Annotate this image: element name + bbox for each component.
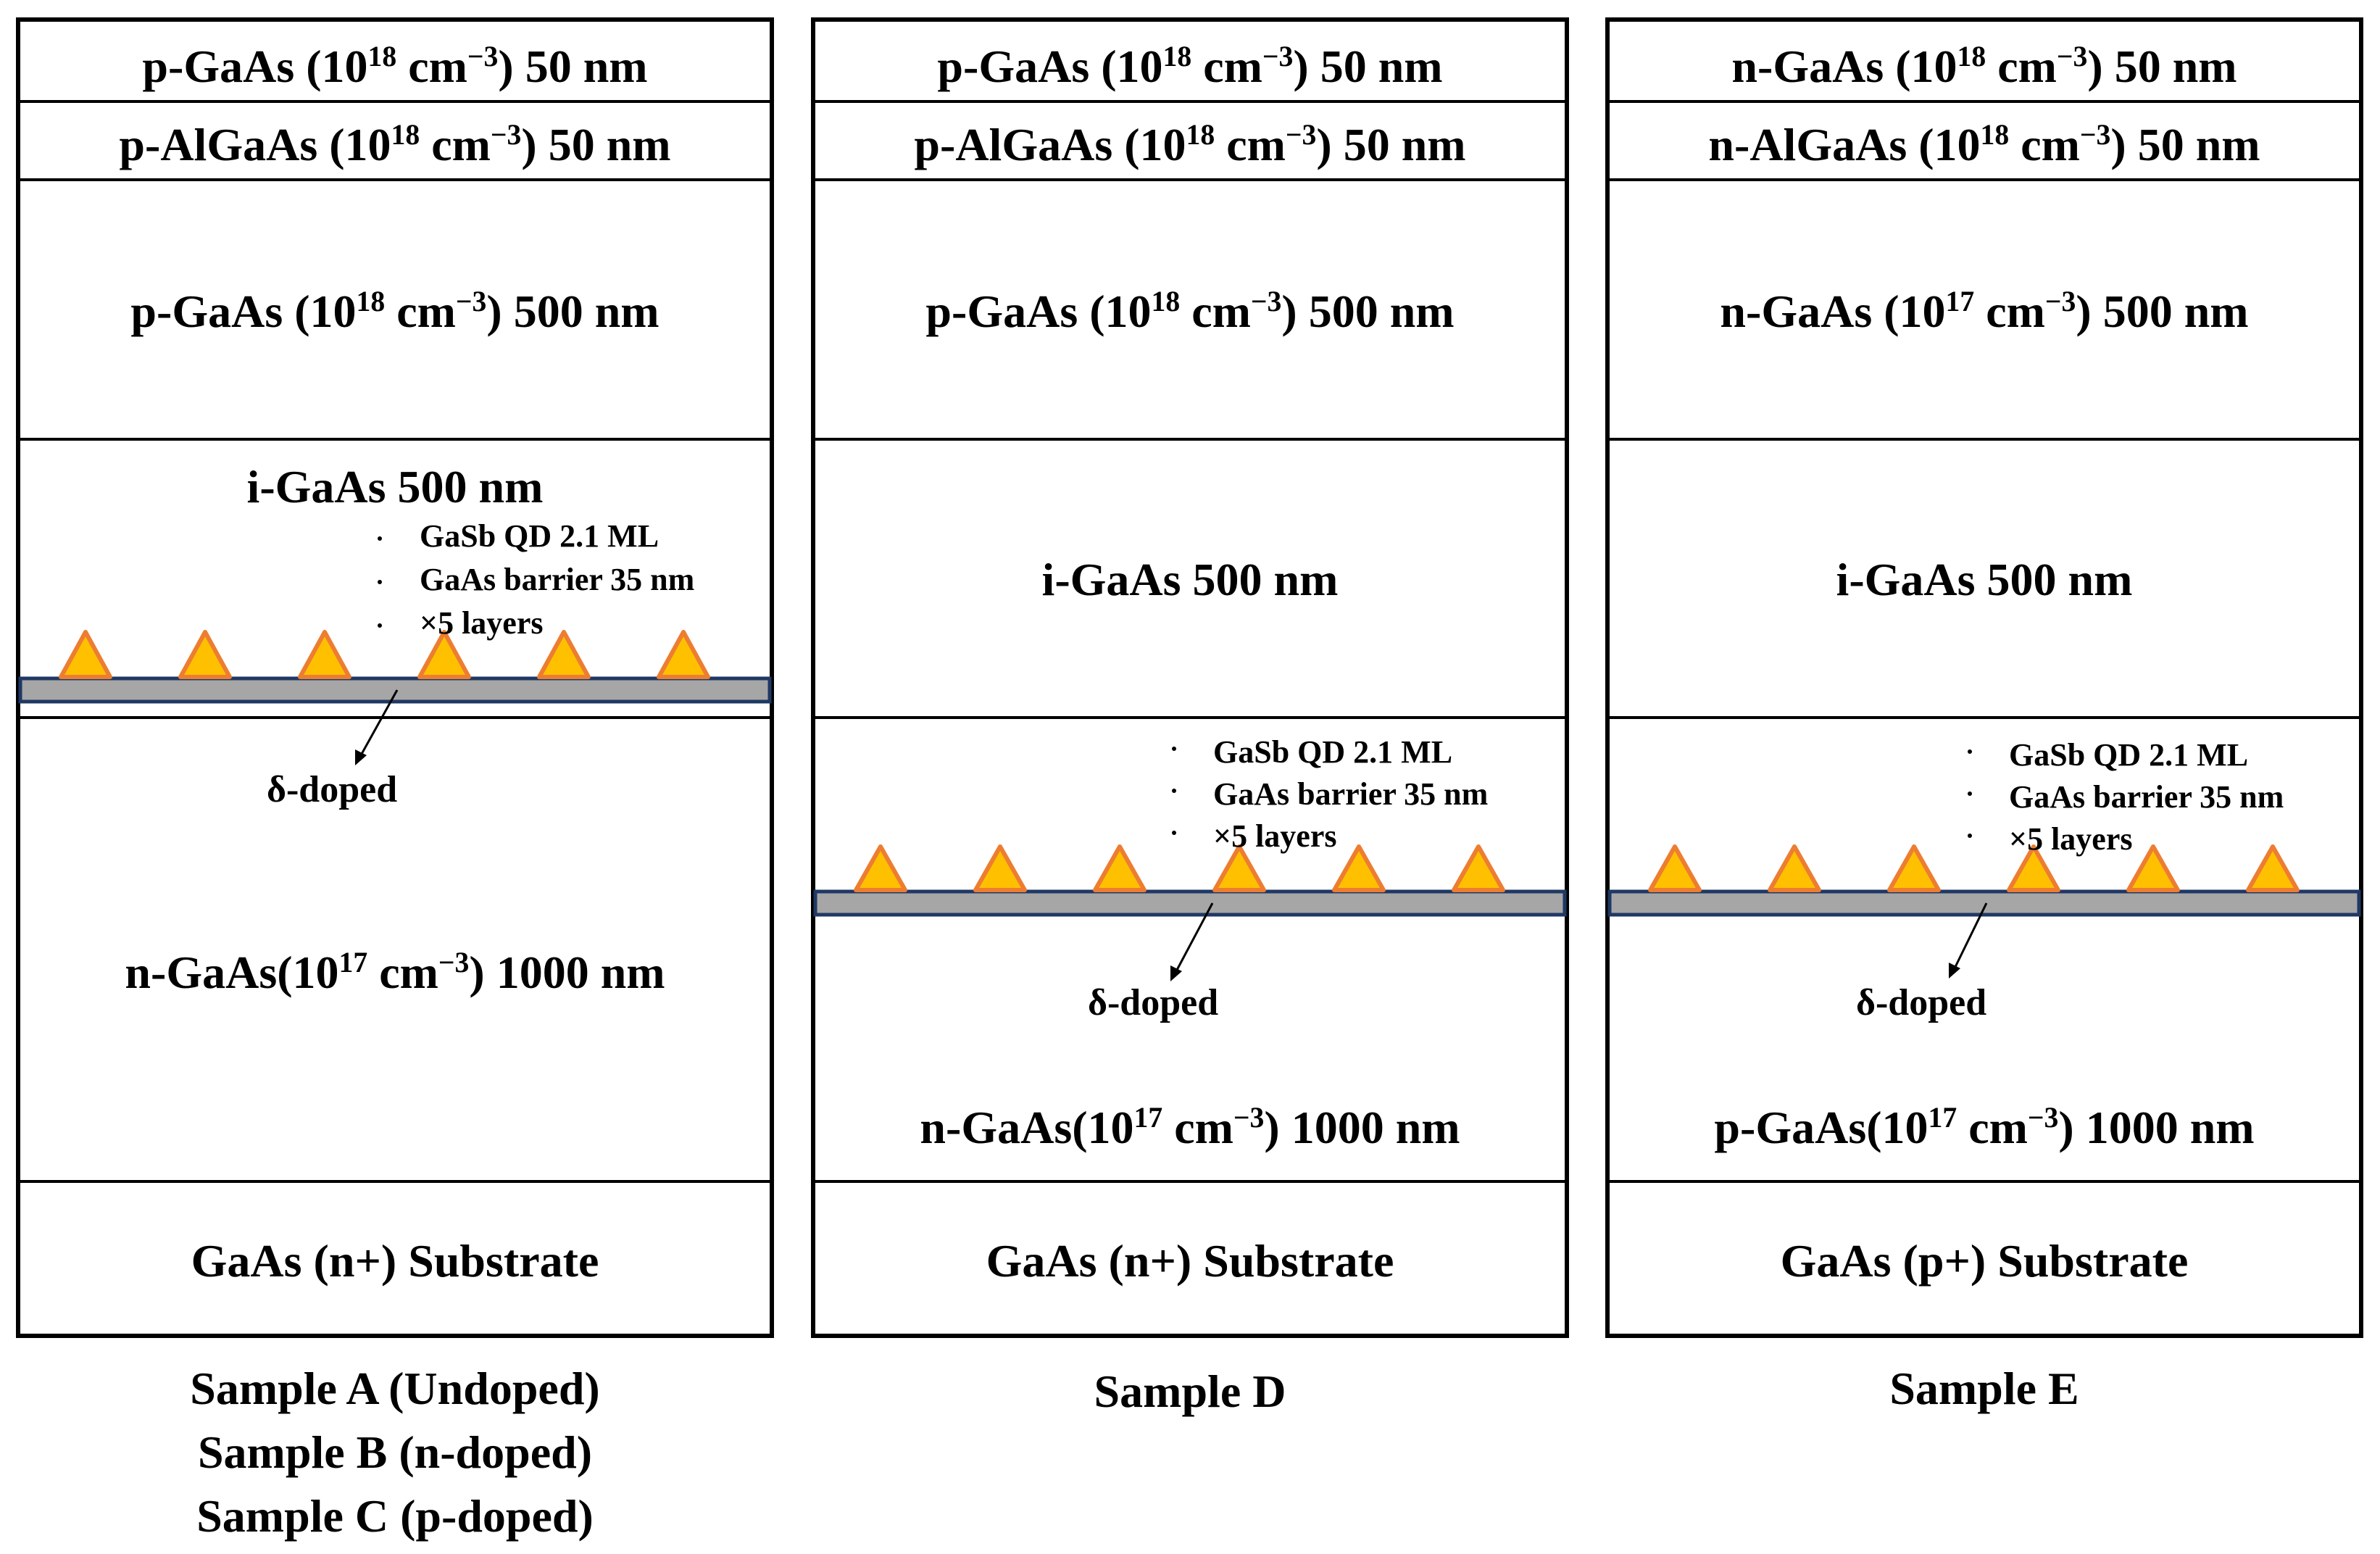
layer-label: p-GaAs (1018 cm−3) 50 nm [142, 41, 648, 92]
quantum-dot [1648, 844, 1702, 892]
layer-substrate: GaAs (p+) Substrate [1610, 1183, 2359, 1334]
qd-note: GaAs barrier 35 nm [1213, 776, 1489, 812]
caption-sample-b: Sample B (n-doped) [197, 1426, 593, 1478]
layer-n-gaas-1000nm: n-GaAs(1017 cm−3) 1000 nm [815, 719, 1565, 1183]
substrate-label: GaAs (n+) Substrate [986, 1235, 1394, 1287]
layer-label: p-AlGaAs (1018 cm−3) 50 nm [914, 119, 1466, 170]
quantum-dot [1093, 844, 1147, 892]
layer-label: n-GaAs (1017 cm−3) 500 nm [1720, 286, 2249, 337]
qd-note: ×5 layers [420, 605, 544, 641]
layer-doped-gaas-500nm: p-GaAs (1018 cm−3) 500 nm [815, 181, 1565, 441]
quantum-dot [417, 630, 471, 679]
bullet-icon [1172, 789, 1176, 793]
quantum-dot [1332, 844, 1386, 892]
bullet-icon [378, 623, 382, 628]
delta-doped-label: δ-doped [1088, 982, 1219, 1023]
caption-sample-e: Sample E [1889, 1363, 2079, 1414]
quantum-dot [2246, 844, 2300, 892]
delta-doped-arrow [359, 689, 399, 756]
layer-label: n-GaAs(1017 cm−3) 1000 nm [125, 947, 665, 998]
bullet-icon [378, 580, 382, 584]
layer-intrinsic-gaas: i-GaAs 500 nm [1610, 441, 2359, 719]
layer-p-gaas-1000nm: p-GaAs(1017 cm−3) 1000 nm [1610, 719, 2359, 1183]
layer-substrate: GaAs (n+) Substrate [815, 1183, 1565, 1334]
caption-sample-d: Sample D [1094, 1366, 1286, 1417]
layer-algaas-barrier: n-AlGaAs (1018 cm−3) 50 nm [1610, 103, 2359, 181]
layer-doped-gaas-500nm: n-GaAs (1017 cm−3) 500 nm [1610, 181, 2359, 441]
bullet-icon [1968, 834, 1972, 838]
layer-top-contact: n-GaAs (1018 cm−3) 50 nm [1610, 22, 2359, 103]
layer-label: i-GaAs 500 nm [246, 461, 544, 512]
delta-doped-label: δ-doped [267, 769, 398, 810]
layer-label: n-GaAs(1017 cm−3) 1000 nm [920, 1102, 1460, 1153]
substrate-label: GaAs (p+) Substrate [1780, 1235, 2189, 1287]
structure-column-sample-a: p-GaAs (1018 cm−3) 50 nm p-AlGaAs (1018 … [16, 17, 774, 1338]
qd-note: GaSb QD 2.1 ML [1213, 734, 1453, 770]
layer-intrinsic-gaas: i-GaAs 500 nm [815, 441, 1565, 719]
layer-intrinsic-gaas: i-GaAs 500 nm [20, 441, 770, 719]
layer-label: i-GaAs 500 nm [1041, 554, 1339, 605]
quantum-dot-stack [813, 844, 1567, 981]
quantum-dot [657, 630, 710, 679]
quantum-dot-stack [1607, 844, 2361, 978]
caption-sample-a: Sample A (Undoped) [190, 1363, 600, 1414]
structure-column-sample-e: n-GaAs (1018 cm−3) 50 nm n-AlGaAs (1018 … [1605, 17, 2363, 1338]
quantum-dot [59, 630, 112, 679]
caption-sample-c: Sample C (p-doped) [196, 1490, 594, 1542]
delta-doped-arrow [1953, 902, 1988, 969]
quantum-dot [537, 630, 591, 679]
layer-doped-gaas-500nm: p-GaAs (1018 cm−3) 500 nm [20, 181, 770, 441]
quantum-dot [178, 630, 232, 679]
qd-note: GaSb QD 2.1 ML [2009, 737, 2249, 773]
layer-label: p-AlGaAs (1018 cm−3) 50 nm [119, 119, 671, 170]
delta-doped-label: δ-doped [1856, 982, 1987, 1023]
layer-top-contact: p-GaAs (1018 cm−3) 50 nm [20, 22, 770, 103]
qd-note: ×5 layers [1213, 818, 1337, 854]
bullet-icon [1172, 747, 1176, 751]
bullet-icon [1968, 791, 1972, 796]
quantum-dot [1768, 844, 1821, 892]
quantum-dot [1212, 844, 1266, 892]
structure-column-sample-d: p-GaAs (1018 cm−3) 50 nm p-AlGaAs (1018 … [811, 17, 1569, 1338]
arrow-head [1949, 963, 1960, 978]
layer-label: p-GaAs (1018 cm−3) 500 nm [925, 286, 1455, 337]
layer-top-contact: p-GaAs (1018 cm−3) 50 nm [815, 22, 1565, 103]
quantum-dot [2126, 844, 2180, 892]
quantum-dot [973, 844, 1027, 892]
quantum-dot-stack [18, 630, 772, 765]
arrow-head [355, 749, 367, 765]
layer-label: n-AlGaAs (1018 cm−3) 50 nm [1708, 119, 2260, 170]
layer-label: p-GaAs(1017 cm−3) 1000 nm [1714, 1102, 2255, 1153]
qd-note: GaAs barrier 35 nm [2009, 779, 2284, 815]
layer-label: p-GaAs (1018 cm−3) 50 nm [937, 41, 1443, 92]
layer-substrate: GaAs (n+) Substrate [20, 1183, 770, 1334]
qd-note: GaSb QD 2.1 ML [420, 518, 660, 554]
layer-algaas-barrier: p-AlGaAs (1018 cm−3) 50 nm [20, 103, 770, 181]
arrow-head [1170, 965, 1182, 981]
delta-doped-arrow [1175, 902, 1214, 972]
quantum-dot [2007, 844, 2060, 892]
layer-label: i-GaAs 500 nm [1836, 554, 2133, 605]
delta-doped-layer [18, 676, 772, 704]
qd-note: ×5 layers [2009, 821, 2133, 857]
qd-note: GaAs barrier 35 nm [420, 562, 695, 597]
quantum-dot [1887, 844, 1941, 892]
quantum-dot [1452, 844, 1505, 892]
quantum-dot [854, 844, 907, 892]
layer-algaas-barrier: p-AlGaAs (1018 cm−3) 50 nm [815, 103, 1565, 181]
layer-n-gaas-1000nm: n-GaAs(1017 cm−3) 1000 nm [20, 719, 770, 1183]
delta-doped-layer [813, 889, 1567, 917]
layer-label: p-GaAs (1018 cm−3) 500 nm [130, 286, 660, 337]
delta-doped-layer [1607, 889, 2361, 917]
quantum-dot [298, 630, 351, 679]
bullet-icon [378, 536, 382, 541]
bullet-icon [1172, 831, 1176, 835]
substrate-label: GaAs (n+) Substrate [191, 1235, 599, 1287]
bullet-icon [1968, 749, 1972, 754]
layer-label: n-GaAs (1018 cm−3) 50 nm [1731, 41, 2237, 92]
